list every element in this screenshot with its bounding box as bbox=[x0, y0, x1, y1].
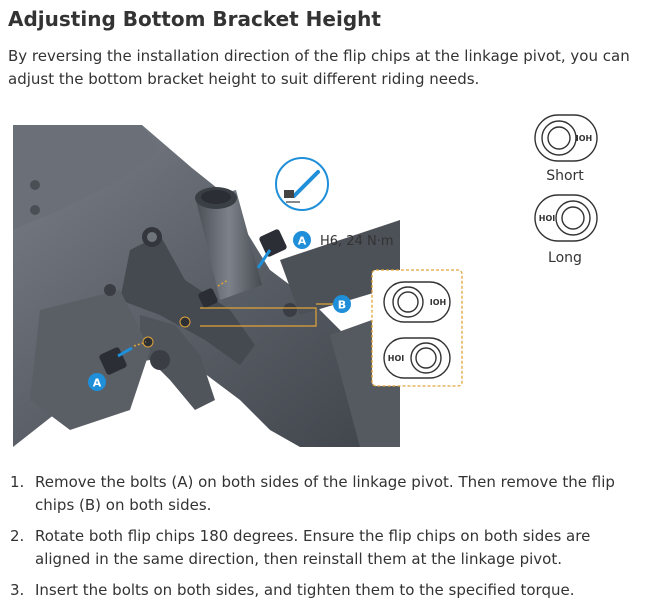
intro-paragraph: By reversing the installation direction … bbox=[8, 47, 630, 88]
hex-key-icon bbox=[275, 157, 329, 211]
svg-text:A: A bbox=[298, 235, 307, 248]
callout-a-top: A bbox=[293, 231, 311, 249]
bracket-figure: A H6, 24 N·m A B IOH HOI IOH Short bbox=[13, 114, 598, 447]
page-title: Adjusting Bottom Bracket Height bbox=[8, 7, 381, 31]
step-text: Insert the bolts on both sides, and tigh… bbox=[35, 581, 575, 599]
callout-a-bottom: A bbox=[88, 373, 106, 391]
long-label: Long bbox=[548, 250, 582, 266]
bolt-top-icon bbox=[198, 229, 287, 308]
svg-text:HOI: HOI bbox=[388, 354, 404, 363]
steps-list: 1. Remove the bolts (A) on both sides of… bbox=[0, 471, 646, 610]
long-chip-icon: HOI bbox=[534, 194, 598, 242]
svg-text:IOH: IOH bbox=[430, 298, 446, 307]
svg-text:B: B bbox=[338, 299, 346, 312]
svg-text:HOI: HOI bbox=[539, 214, 555, 223]
frame-illustration bbox=[13, 125, 400, 447]
flip-chip-detail: IOH HOI bbox=[371, 269, 463, 387]
callout-b: B bbox=[200, 295, 351, 327]
step-text: Remove the bolts (A) on both sides of th… bbox=[35, 473, 615, 514]
step-number: 3. bbox=[10, 581, 25, 599]
list-item: 1. Remove the bolts (A) on both sides of… bbox=[0, 471, 646, 517]
torque-label: H6, 24 N·m bbox=[320, 234, 394, 249]
step-number: 1. bbox=[10, 473, 25, 491]
short-label: Short bbox=[546, 168, 584, 184]
step-number: 2. bbox=[10, 527, 25, 545]
svg-text:IOH: IOH bbox=[576, 134, 592, 143]
step-text: Rotate both flip chips 180 degrees. Ensu… bbox=[35, 527, 591, 568]
list-item: 3. Insert the bolts on both sides, and t… bbox=[0, 579, 646, 602]
bolt-bottom-icon bbox=[99, 341, 147, 375]
svg-text:A: A bbox=[93, 377, 102, 390]
list-item: 2. Rotate both flip chips 180 degrees. E… bbox=[0, 525, 646, 571]
short-chip-icon: IOH bbox=[534, 114, 598, 162]
